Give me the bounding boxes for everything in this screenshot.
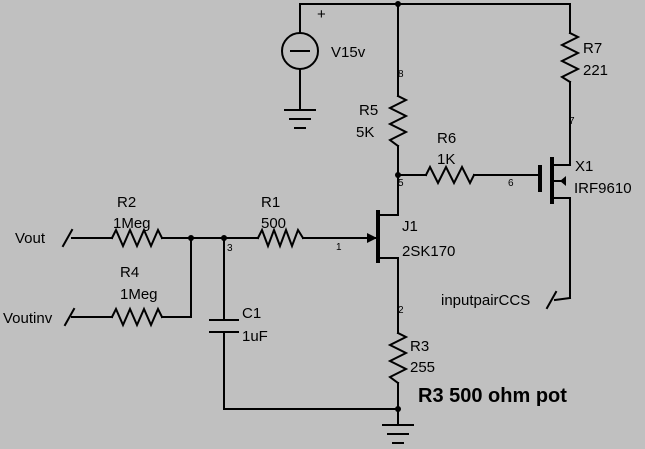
r1-value: 500: [261, 215, 286, 232]
r1-ref: R1: [261, 194, 280, 211]
ground-symbol-source: [284, 109, 316, 129]
annotation-note: R3 500 ohm pot: [418, 385, 567, 407]
polarity-plus: +: [317, 6, 326, 23]
vout-label: Vout: [15, 230, 46, 247]
j1-value: 2SK170: [402, 243, 455, 260]
resistor-r6: R6 1K: [424, 130, 476, 186]
jfet-j1: J1 2SK170: [367, 210, 455, 263]
mosfet-x1: X1 IRF9610: [538, 157, 632, 204]
r2-ref: R2: [117, 194, 136, 211]
j1-ref: J1: [402, 218, 418, 235]
r4-value: 1Meg: [120, 286, 158, 303]
wires: [71, 3, 572, 426]
node-8: 8: [398, 69, 404, 80]
x1-value: IRF9610: [574, 180, 632, 197]
port-inputpairccs: inputpairCCS: [441, 290, 558, 310]
resistor-r7: R7 221: [559, 31, 608, 84]
node-labels: 1 2 3 5 6 7 8: [227, 69, 575, 316]
resistor-r1: R1 500: [256, 194, 305, 249]
node-3: 3: [227, 243, 233, 254]
ground-symbol-bottom: [382, 424, 414, 444]
node-7: 7: [569, 116, 575, 127]
r7-ref: R7: [583, 40, 602, 57]
node-6: 6: [508, 178, 514, 189]
resistor-r2: R2 1Meg: [110, 194, 164, 249]
junctions: [188, 1, 401, 412]
r5-ref: R5: [359, 102, 378, 119]
node-5: 5: [398, 178, 404, 189]
r6-value: 1K: [437, 151, 455, 168]
r4-ref: R4: [120, 264, 139, 281]
r2-value: 1Meg: [113, 215, 151, 232]
node-2: 2: [398, 305, 404, 316]
node-1: 1: [336, 242, 342, 253]
port-voutinv: Voutinv: [3, 307, 76, 327]
c1-ref: C1: [242, 305, 261, 322]
v1-name: V15v: [331, 44, 366, 61]
resistor-r3: R3 255: [387, 331, 435, 385]
r5-value: 5K: [356, 124, 374, 141]
voltage-source-v15v: + V15v: [281, 6, 366, 70]
capacitor-c1: C1 1uF: [209, 305, 268, 345]
r7-value: 221: [583, 62, 608, 79]
r3-value: 255: [410, 359, 435, 376]
ccs-label: inputpairCCS: [441, 292, 530, 309]
resistor-r5: R5 5K: [356, 94, 409, 148]
r3-ref: R3: [410, 338, 429, 355]
c1-value: 1uF: [242, 328, 268, 345]
port-vout: Vout: [15, 228, 74, 248]
resistor-r4: R4 1Meg: [110, 264, 164, 328]
x1-ref: X1: [575, 158, 593, 175]
voutinv-label: Voutinv: [3, 310, 53, 327]
r6-ref: R6: [437, 130, 456, 147]
